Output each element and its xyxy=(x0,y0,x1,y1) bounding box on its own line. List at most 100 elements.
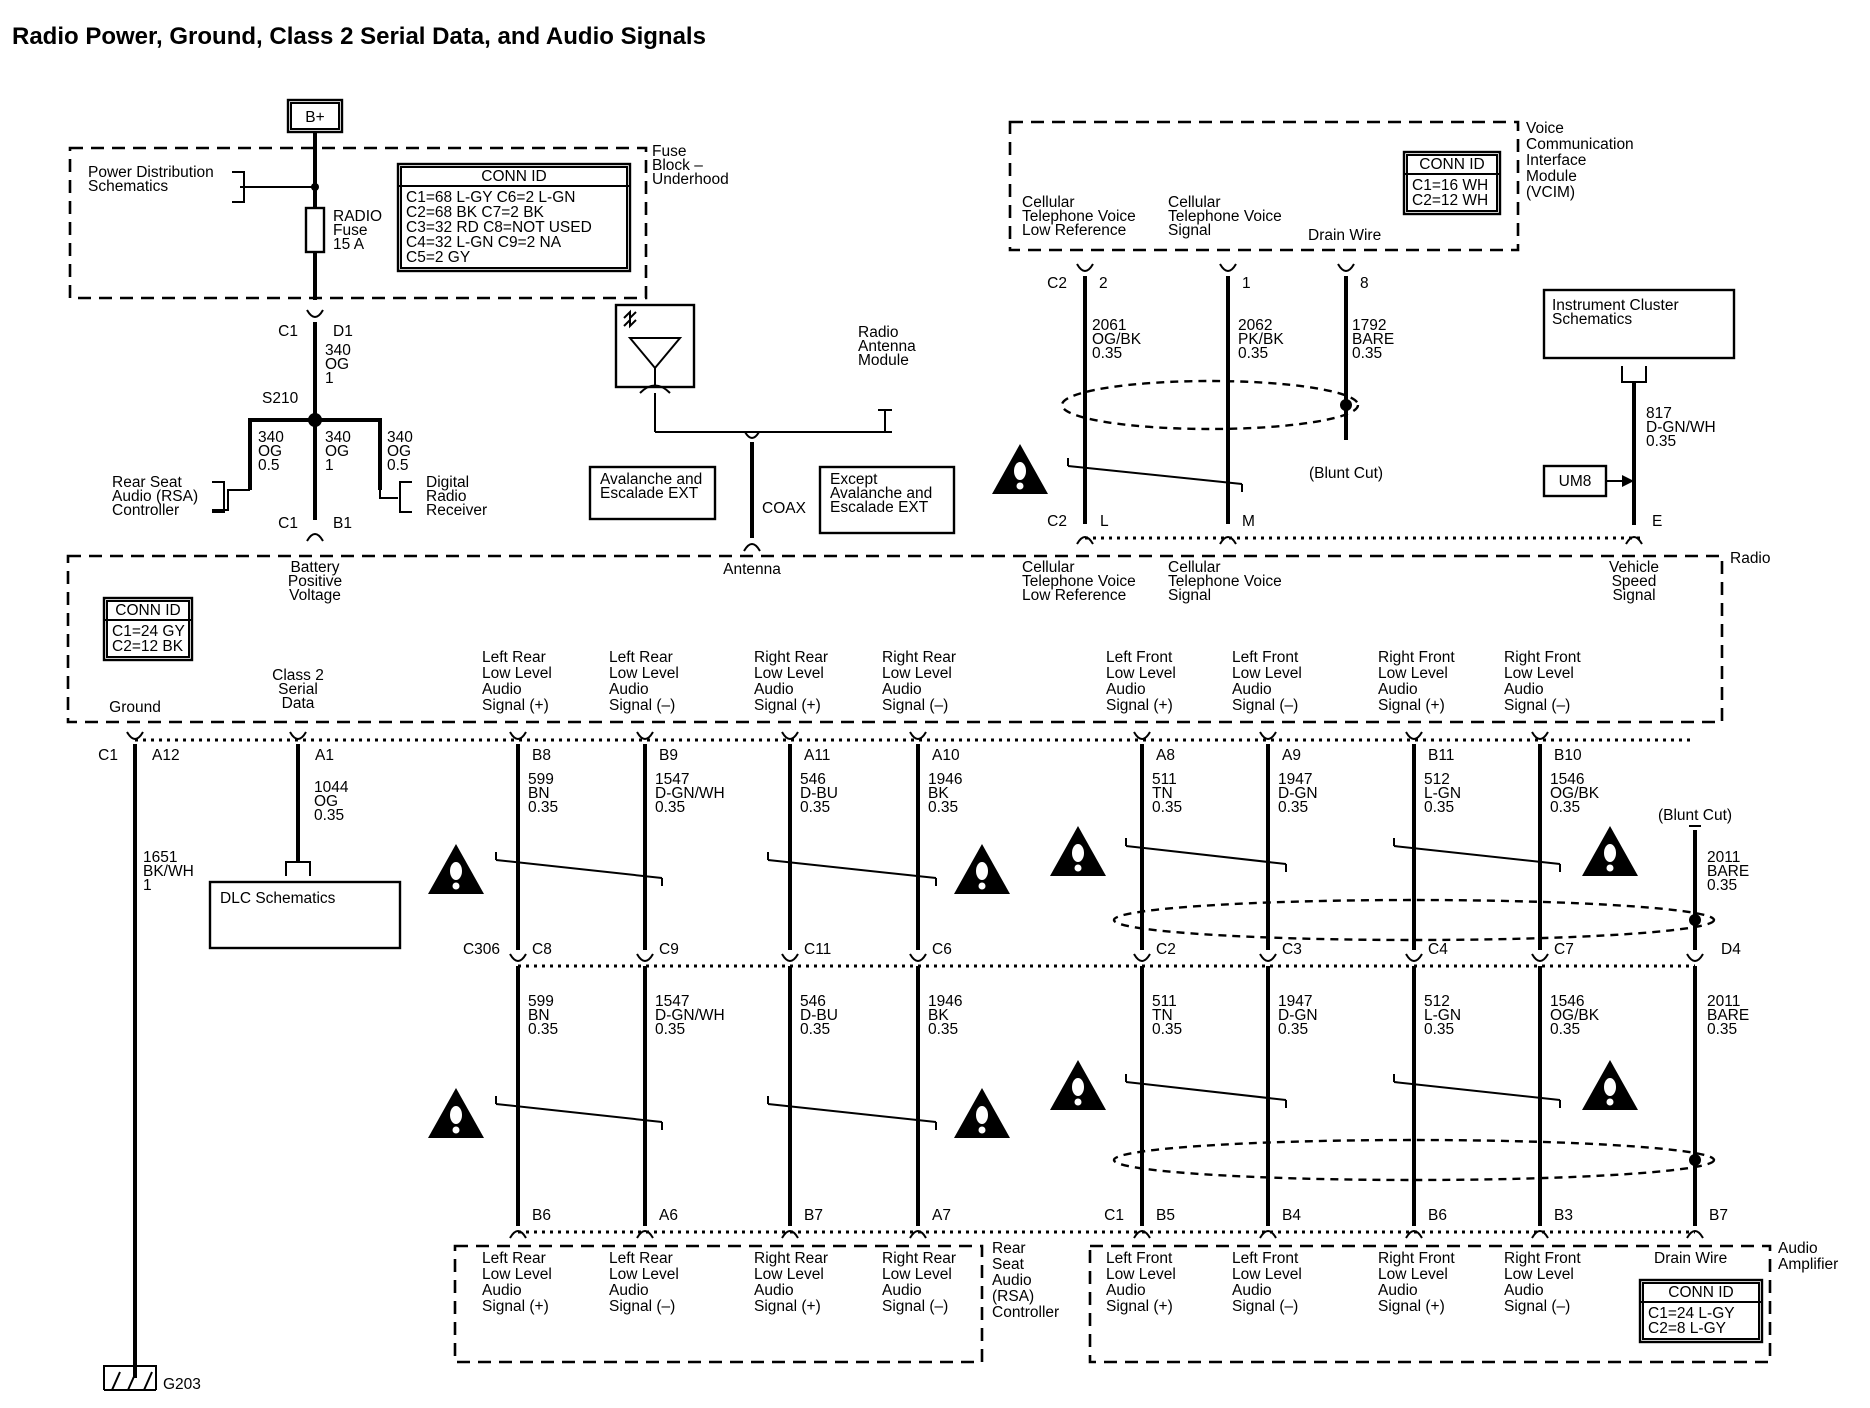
audio-wire-label: 0.35 xyxy=(1278,1021,1308,1038)
vcim-pin-number: 8 xyxy=(1360,275,1369,292)
conn-id-row: C2=8 L-GY xyxy=(1648,1320,1726,1337)
rsa-label: Seat xyxy=(992,1256,1025,1273)
amp-drain-label: Drain Wire xyxy=(1654,1250,1727,1267)
twisted-pair-line xyxy=(767,1103,937,1123)
amp-label: Amplifier xyxy=(1778,1256,1838,1273)
coax-label: COAX xyxy=(762,500,807,517)
amp-rsa-pin xyxy=(636,1230,654,1239)
amp-audio-label: Signal (+) xyxy=(1378,1298,1445,1315)
radio-audio-pin xyxy=(1531,731,1549,740)
rsa-audio-label: Left Rear xyxy=(482,1250,546,1267)
audio-wire-label: 1547 xyxy=(655,771,689,788)
wire-mid-label: 1 xyxy=(325,457,334,474)
conn-id-row: C4=32 L-GN C9=2 NA xyxy=(406,234,562,251)
ic-label: Instrument Cluster xyxy=(1552,297,1679,314)
fuse-label: Fuse xyxy=(333,222,367,239)
c1-label: C1 xyxy=(278,323,298,340)
warning-icon-mark xyxy=(1016,482,1024,490)
radio-audio-pin xyxy=(1133,731,1151,740)
radio-audio-label: Audio xyxy=(1504,681,1544,698)
wire-2061-label: OG/BK xyxy=(1092,331,1142,348)
amp-rsa-pin xyxy=(1259,1230,1277,1239)
vcim-pin-label: Low Reference xyxy=(1022,222,1126,239)
audio-wire-label: 512 xyxy=(1424,771,1450,788)
drain-splice-upper xyxy=(1689,914,1701,926)
pin-m-label: M xyxy=(1242,513,1255,530)
vss-label: Signal xyxy=(1612,587,1655,604)
audio-wire-label: TN xyxy=(1152,1007,1173,1024)
amp-audio-label: Signal (–) xyxy=(1232,1298,1298,1315)
d4-label: D4 xyxy=(1721,941,1741,958)
amp-rsa-pin-label: B3 xyxy=(1554,1207,1573,1224)
radio-audio-pin-label: A10 xyxy=(932,747,960,764)
radio-audio-label: Audio xyxy=(1106,681,1146,698)
wire-2062-label: 2062 xyxy=(1238,317,1272,334)
pd-schematics-label: Schematics xyxy=(88,178,168,195)
dlc-conn xyxy=(285,861,311,876)
avalanche-label: Escalade EXT xyxy=(600,485,699,502)
wire-1651-label: 1651 xyxy=(143,849,177,866)
conn-id-inner xyxy=(400,166,628,269)
ground-icon xyxy=(103,1365,157,1391)
conn-id-row: C2=12 WH xyxy=(1412,192,1488,209)
dlc-label: DLC Schematics xyxy=(220,890,336,907)
c306-pin-label: C4 xyxy=(1428,941,1448,958)
c306-label: C306 xyxy=(463,941,500,958)
vcim-pin-connector xyxy=(1076,263,1094,272)
ic-box xyxy=(1542,288,1736,360)
radio-audio-label: Left Rear xyxy=(482,649,546,666)
vcim-label: (VCIM) xyxy=(1526,184,1575,201)
conn-id-header: CONN ID xyxy=(481,168,546,185)
wire-1044-label: 0.35 xyxy=(314,807,344,824)
blunt-cut-label: (Blunt Cut) xyxy=(1309,465,1383,482)
rsa-audio-label: Left Rear xyxy=(609,1250,673,1267)
radio-audio-pin-label: B11 xyxy=(1428,747,1454,764)
battery-label: Voltage xyxy=(289,587,341,604)
rsa-controller-label: Rear Seat xyxy=(112,474,182,491)
um8-arrow-icon xyxy=(1622,475,1634,487)
radio-c2-label: C2 xyxy=(1047,513,1067,530)
antenna-module-label: Radio xyxy=(858,324,899,341)
audio-wire-label: 0.35 xyxy=(528,1021,558,1038)
twisted-pair-line xyxy=(1393,845,1561,865)
conn-id-inner xyxy=(1642,1282,1760,1340)
warning-icon-mark xyxy=(1604,844,1616,862)
rsa-label: Controller xyxy=(992,1304,1059,1321)
wire-2061-label: 0.35 xyxy=(1092,345,1122,362)
rsa-controller-label: Controller xyxy=(112,502,179,519)
pd-bracket xyxy=(232,171,245,203)
d1-label: D1 xyxy=(333,323,353,340)
audio-wire-label: 1546 xyxy=(1550,771,1584,788)
c306-pin-label: C3 xyxy=(1282,941,1302,958)
radio-cell-sig-label: Signal xyxy=(1168,587,1211,604)
audio-wire-label: 0.35 xyxy=(1152,1021,1182,1038)
c306-pin xyxy=(909,953,927,962)
blunt-cut-label: (Blunt Cut) xyxy=(1658,807,1732,824)
amp-audio-label: Low Level xyxy=(1378,1266,1448,1283)
conn-id-row: C1=16 WH xyxy=(1412,177,1488,194)
wire-2011-label: 0.35 xyxy=(1707,877,1737,894)
conn-id-row: C3=32 RD C8=NOT USED xyxy=(406,219,592,236)
radio-audio-label: Audio xyxy=(882,681,922,698)
fuse-block-label: Underhood xyxy=(652,171,729,188)
ground-label: Ground xyxy=(109,699,161,716)
radio-audio-pin-label: A11 xyxy=(804,747,830,764)
antenna-label: Antenna xyxy=(723,561,781,578)
drr-label: Receiver xyxy=(426,502,487,519)
wire-1792-label: 1792 xyxy=(1352,317,1386,334)
battery-label: Battery xyxy=(290,559,339,576)
warning-icon-mark xyxy=(976,862,988,880)
rsa-audio-label: Signal (–) xyxy=(609,1298,675,1315)
radio-audio-label: Audio xyxy=(1232,681,1272,698)
drr-label: Radio xyxy=(426,488,467,505)
drr-feed-wire xyxy=(315,418,382,490)
warning-icon-mark xyxy=(1606,864,1614,872)
audio-wire-label: 511 xyxy=(1152,993,1177,1010)
rsa-label: (RSA) xyxy=(992,1288,1034,1305)
rsa-audio-label: Signal (+) xyxy=(482,1298,549,1315)
audio-wire-label: OG/BK xyxy=(1550,785,1600,802)
antenna-module-label: Antenna xyxy=(858,338,916,355)
warning-icon-mark xyxy=(452,1126,460,1134)
page-title: Radio Power, Ground, Class 2 Serial Data… xyxy=(12,23,706,50)
c306-pin xyxy=(1259,953,1277,962)
